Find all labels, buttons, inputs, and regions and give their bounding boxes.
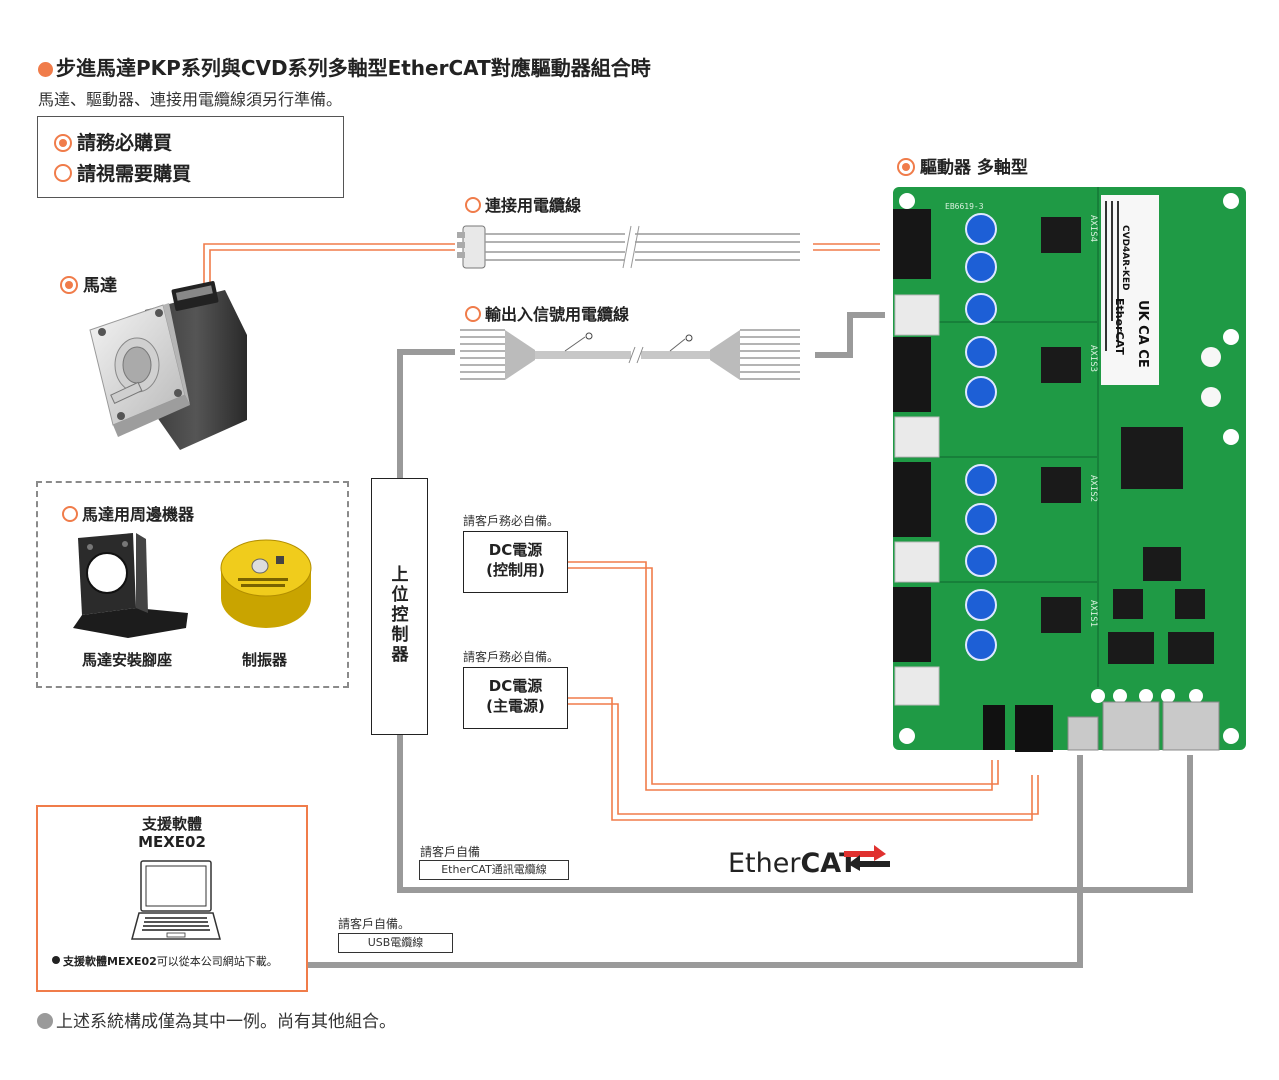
motor-label: 馬達 bbox=[60, 271, 117, 296]
control-power-note: 請客戶務必自備。 bbox=[463, 514, 560, 528]
required-mark-icon bbox=[465, 306, 481, 322]
pcb-model-text: CVD4AR-KED bbox=[1120, 225, 1130, 291]
ethercat-logo-light: Ether bbox=[728, 848, 801, 879]
main-power-box: DC電源 (主電源) bbox=[463, 667, 568, 729]
required-mark-icon bbox=[54, 134, 72, 152]
legend-optional: 請視需要購買 bbox=[54, 159, 191, 186]
control-power-box: DC電源 (控制用) bbox=[463, 531, 568, 593]
io-cable-label: 輸出入信號用電纜線 bbox=[465, 301, 629, 325]
main-power-line bbox=[568, 697, 1039, 821]
connection-cable-image bbox=[457, 225, 800, 269]
pcb-axis-4: AXIS4 bbox=[1088, 215, 1098, 243]
io-cable-line bbox=[815, 312, 885, 358]
required-mark-icon bbox=[465, 197, 481, 213]
bullet-gray-icon bbox=[37, 1013, 53, 1029]
driver-board-image: EB6619-3 bbox=[893, 187, 1246, 752]
control-power-line2: (控制用) bbox=[486, 561, 545, 579]
optional-mark-icon bbox=[54, 164, 72, 182]
software-box: 支援軟體 MEXE02 支援軟體MEXE02可以從本公司網站下載。 bbox=[36, 805, 308, 992]
io-cable-image bbox=[460, 329, 800, 380]
software-line1: 支援軟體 bbox=[141, 815, 202, 833]
control-power-line1: DC電源 bbox=[488, 541, 543, 559]
damper-image bbox=[220, 539, 312, 628]
motor-cable-line bbox=[203, 243, 880, 285]
stepping-motor-image bbox=[89, 281, 247, 450]
ethercat-line bbox=[397, 735, 1193, 893]
legend-box: 請務必購買 請視需要購買 bbox=[37, 116, 344, 198]
bullet-icon bbox=[52, 956, 60, 964]
page-subtitle: 馬達、驅動器、連接用電纜線須另行準備。 bbox=[38, 90, 343, 109]
peripheral-box: 馬達用周邊機器 馬達安裝腳座 制振器 bbox=[36, 481, 349, 688]
upper-controller-label: 上位控制器 bbox=[391, 565, 409, 665]
pcb-axis-2: AXIS2 bbox=[1088, 475, 1098, 503]
ethercat-arrow-icon bbox=[844, 845, 890, 871]
ethercat-logo: EtherCAT bbox=[728, 848, 858, 879]
footer-note: 上述系統構成僅為其中一例。尚有其他組合。 bbox=[37, 1007, 396, 1032]
main-power-note: 請客戶務必自備。 bbox=[463, 650, 560, 664]
ethercat-cable-note: 請客戶自備 bbox=[420, 845, 481, 859]
connection-cable-label: 連接用電纜線 bbox=[465, 192, 581, 216]
required-mark-icon bbox=[897, 158, 915, 176]
main-power-line1: DC電源 bbox=[488, 677, 543, 695]
page-title: 步進馬達PKP系列與CVD系列多軸型EtherCAT對應驅動器組合時 bbox=[38, 52, 651, 81]
main-power-line2: (主電源) bbox=[486, 697, 545, 715]
pcb-axis-1: AXIS1 bbox=[1088, 600, 1098, 628]
required-mark-icon bbox=[60, 276, 78, 294]
optional-mark-icon bbox=[62, 506, 78, 522]
motor-mount-image bbox=[73, 533, 188, 638]
pcb-marks-text: UK CA CE bbox=[1135, 300, 1150, 368]
usb-line bbox=[308, 755, 1083, 968]
usb-cable-note: 請客戶自備。 bbox=[338, 917, 411, 931]
legend-required: 請務必購買 bbox=[54, 128, 172, 155]
motor-mount-label: 馬達安裝腳座 bbox=[82, 651, 173, 669]
damper-label: 制振器 bbox=[242, 651, 288, 669]
upper-controller-box: 上位控制器 bbox=[371, 478, 428, 735]
peripheral-title: 馬達用周邊機器 bbox=[62, 501, 194, 525]
controller-io-line bbox=[397, 349, 455, 478]
bullet-dot-icon bbox=[38, 62, 53, 77]
usb-cable-label: USB電纜線 bbox=[338, 933, 453, 953]
software-note: 支援軟體MEXE02可以從本公司網站下載。 bbox=[52, 953, 278, 969]
laptop-icon bbox=[131, 860, 221, 940]
software-line2: MEXE02 bbox=[138, 833, 206, 851]
pcb-maker-text: EtherCAT bbox=[1113, 298, 1126, 355]
pcb-axis-3: AXIS3 bbox=[1088, 345, 1098, 373]
driver-label: 驅動器 多軸型 bbox=[897, 153, 1028, 178]
control-power-line bbox=[568, 561, 999, 791]
ethercat-cable-label: EtherCAT通訊電纜線 bbox=[419, 860, 569, 880]
board-silkscreen-text: EB6619-3 bbox=[945, 202, 984, 211]
